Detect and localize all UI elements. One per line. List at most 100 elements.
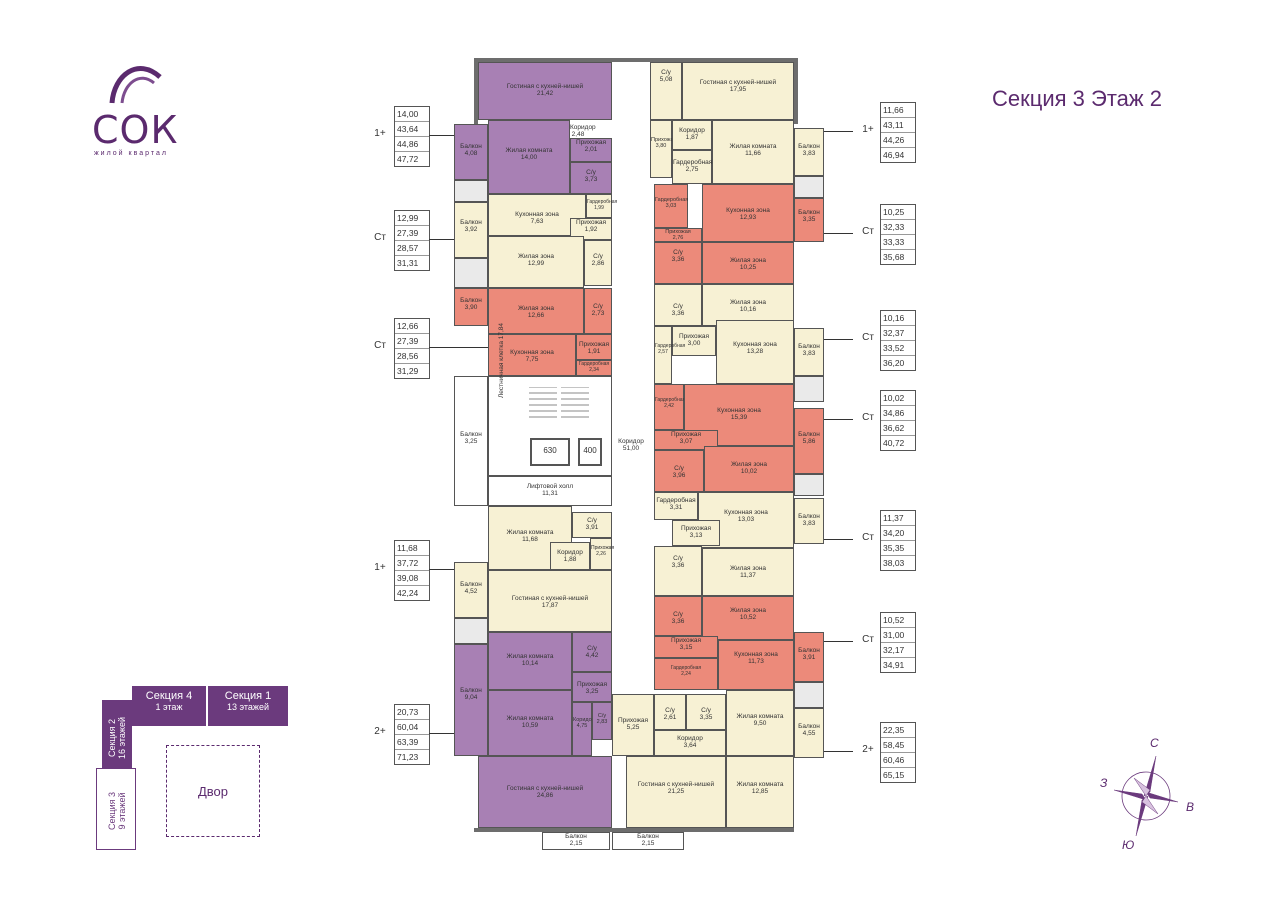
room[interactable]: Гостиная с кухней-нишей 17,87 (488, 570, 612, 632)
room[interactable]: Гардеробная 1,99 (586, 194, 617, 218)
lift[interactable]: 630 (530, 438, 570, 466)
leader-line (817, 339, 853, 340)
room[interactable]: Гардеробная 2,24 (654, 658, 718, 690)
room[interactable]: Кухонная зона 7,75 (488, 334, 576, 376)
room[interactable]: С/у 3,36 (654, 284, 702, 326)
apartment-info-box[interactable]: 1+ 14,00 43,64 44,86 47,72 (368, 106, 532, 167)
room-area: 13,28 (746, 348, 764, 355)
room[interactable]: Гардеробная 2,57 (654, 326, 685, 384)
room[interactable]: Балкон 4,52 (454, 562, 488, 618)
room[interactable]: Прихожая 3,13 (672, 520, 720, 546)
room[interactable]: Кухонная зона 12,93 (702, 184, 794, 242)
room[interactable]: Лифтовой холл 11,31 (488, 476, 612, 506)
room[interactable]: С/у 2,73 (584, 288, 612, 334)
apartment-info-box[interactable]: Ст 12,99 27,39 28,57 31,31 (368, 210, 537, 271)
room[interactable]: Кухонная зона 13,28 (716, 320, 794, 384)
minimap-section-1[interactable]: Секция 1 13 этажей (208, 686, 288, 726)
room[interactable]: Коридор 4,75 (572, 702, 595, 756)
room-name: Гардеробная (655, 397, 686, 403)
room[interactable]: С/у 2,61 (654, 694, 686, 730)
room[interactable]: Балкон 4,08 (454, 124, 488, 180)
area-value: 60,46 (881, 753, 915, 768)
room[interactable]: Гардеробная 2,75 (672, 150, 712, 184)
apartment-info-box[interactable]: Ст 11,37 34,20 35,35 38,03 (814, 510, 920, 571)
room[interactable]: Балкон 3,83 (794, 128, 824, 176)
room[interactable]: Балкон 9,04 (454, 644, 488, 756)
room[interactable]: Жилая комната 10,14 (488, 632, 572, 690)
apartment-info-box[interactable]: 2+ 22,35 58,45 60,46 65,15 (814, 722, 920, 783)
apartment-info-box[interactable]: 1+ 11,66 43,11 44,26 46,94 (814, 102, 920, 163)
minimap-section-2[interactable]: Секция 2 16 этажей (102, 700, 132, 772)
room[interactable]: Прихожая 3,00 (672, 326, 716, 356)
room[interactable]: Балкон 3,83 (794, 328, 824, 376)
room[interactable]: С/у 5,08 (650, 62, 682, 120)
room[interactable]: С/у 4,42 (572, 632, 612, 672)
room-area: 10,52 (739, 614, 757, 621)
section-name: Секция 2 (107, 719, 117, 758)
room[interactable]: Гостиная с кухней-нишей 24,86 (478, 756, 612, 828)
room[interactable]: Балкон 3,35 (794, 198, 824, 242)
apartment-info-box[interactable]: Ст 10,25 32,33 33,33 35,68 (814, 204, 920, 265)
minimap-section-3[interactable]: Секция 3 9 этажей (96, 768, 136, 850)
room[interactable]: Кухонная зона 11,73 (718, 640, 794, 690)
room[interactable]: Жилая зона 12,66 (488, 288, 584, 334)
room[interactable]: Балкон 3,90 (454, 288, 488, 326)
room[interactable]: Жилая комната 9,50 (726, 690, 794, 756)
room[interactable]: Прихожая 3,15 (654, 636, 718, 658)
room[interactable]: Гостиная с кухней-нишей 17,95 (682, 62, 794, 120)
room[interactable]: С/у 3,36 (654, 242, 702, 284)
room[interactable]: Гостиная с кухней-нишей 21,25 (626, 756, 726, 828)
room[interactable]: Прихожая 2,26 (590, 538, 614, 570)
minimap-section-4[interactable]: Секция 4 1 этаж (132, 686, 206, 726)
room[interactable]: Жилая зона 10,02 (704, 446, 794, 492)
room[interactable]: Жилая комната 11,66 (712, 120, 794, 184)
room[interactable]: Балкон 3,83 (794, 498, 824, 544)
area-value: 39,08 (395, 571, 429, 586)
room[interactable] (612, 124, 650, 758)
room-name: Жилая комната (736, 781, 784, 788)
lift[interactable]: 400 (578, 438, 602, 466)
room[interactable]: Жилая комната 14,00 (488, 120, 570, 194)
apartment-info-box[interactable]: Ст 10,16 32,37 33,52 36,20 (814, 310, 920, 371)
room[interactable]: Гардеробная 3,31 (654, 492, 698, 520)
room[interactable]: Прихожая 2,76 (654, 228, 702, 242)
room[interactable]: Гардеробная 3,03 (654, 184, 688, 228)
room[interactable]: Коридор 3,64 (654, 730, 726, 756)
room[interactable]: Прихожая 2,01 (570, 138, 612, 162)
room[interactable]: С/у 3,35 (686, 694, 726, 730)
room[interactable]: Балкон 2,15 (612, 832, 684, 850)
room[interactable]: С/у 3,73 (570, 162, 612, 194)
room[interactable]: Прихожая 3,80 (650, 120, 677, 178)
room[interactable]: Прихожая 1,92 (570, 218, 612, 240)
room[interactable]: С/у 3,36 (654, 546, 702, 596)
room-area: 3,03 (665, 203, 677, 209)
apartment-info-box[interactable]: Ст 10,02 34,86 36,62 40,72 (814, 390, 920, 451)
room[interactable]: Балкон 3,92 (454, 202, 488, 258)
room[interactable]: С/у 3,96 (654, 450, 704, 492)
room[interactable]: Жилая комната 12,85 (726, 756, 794, 828)
room[interactable]: Гардеробная 2,34 (576, 360, 612, 376)
room[interactable]: Коридор 1,87 (672, 120, 712, 150)
room[interactable]: С/у 2,86 (584, 240, 612, 286)
room[interactable]: Кухонная зона 7,63 (488, 194, 586, 236)
room[interactable]: С/у 3,36 (654, 596, 702, 636)
room[interactable]: Балкон 3,25 (454, 376, 488, 506)
room[interactable]: Жилая зона 10,52 (702, 596, 794, 640)
room[interactable]: Балкон 5,86 (794, 408, 824, 474)
room[interactable]: Жилая зона 10,25 (702, 242, 794, 284)
room[interactable]: Балкон 3,91 (794, 632, 824, 682)
room[interactable]: Гардеробная 2,42 (654, 384, 686, 430)
room[interactable]: Балкон 4,55 (794, 708, 824, 758)
room[interactable]: С/у 3,91 (572, 512, 612, 538)
room[interactable]: Прихожая 3,25 (572, 672, 612, 702)
room[interactable]: Балкон 2,15 (542, 832, 610, 850)
room[interactable]: Прихожая 5,25 (612, 694, 654, 756)
room[interactable]: С/у 2,83 (592, 702, 612, 740)
room[interactable]: Жилая комната 10,59 (488, 690, 572, 756)
room[interactable]: Гостиная с кухней-нишей 21,42 (478, 62, 612, 120)
room[interactable]: Прихожая 1,91 (576, 334, 612, 360)
room[interactable]: Жилая зона 11,37 (702, 548, 794, 596)
room[interactable]: Прихожая 3,07 (654, 430, 718, 450)
room[interactable]: Жилая зона 12,99 (488, 236, 584, 288)
room[interactable]: Коридор 1,88 (550, 542, 590, 570)
